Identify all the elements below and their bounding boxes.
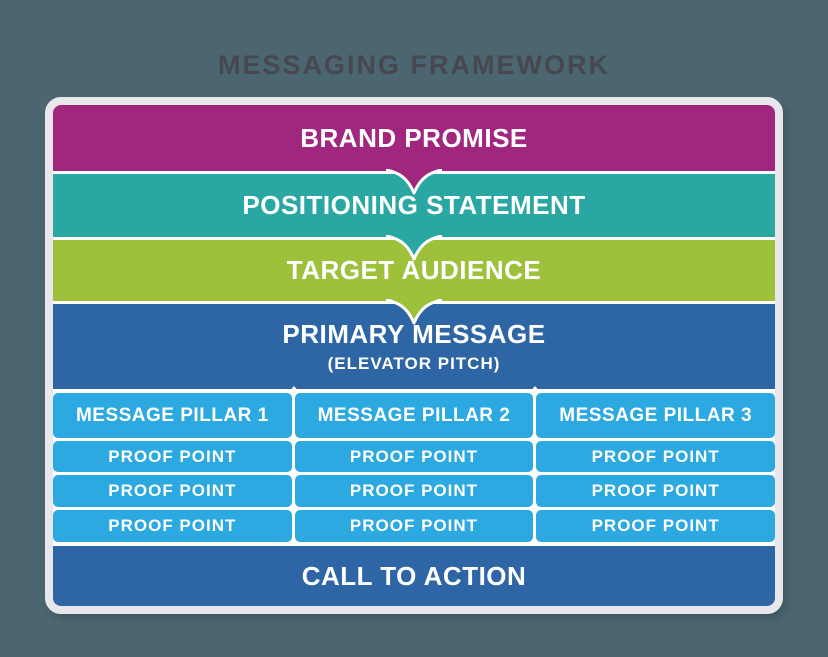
target-audience-bar: TARGET AUDIENCE xyxy=(53,240,775,325)
proof-point-cell: PROOF POINT xyxy=(294,475,534,507)
page-title: MESSAGING FRAMEWORK xyxy=(218,50,610,80)
message-pillar-1-header: MESSAGE PILLAR 1 xyxy=(53,393,292,438)
call-to-action-bar: CALL TO ACTION xyxy=(53,546,775,606)
message-pillar-2-header: MESSAGE PILLAR 2 xyxy=(294,393,534,438)
elevator-pitch-sublabel: (ELEVATOR PITCH) xyxy=(327,354,501,373)
brand-promise-bar: BRAND PROMISE xyxy=(53,105,775,195)
proof-point-cell: PROOF POINT xyxy=(536,510,775,542)
message-pillar-3-header: MESSAGE PILLAR 3 xyxy=(536,393,775,438)
message-pillars-grid: MESSAGE PILLAR 1 MESSAGE PILLAR 2 MESSAG… xyxy=(53,386,775,546)
primary-message-label: PRIMARY MESSAGE xyxy=(282,319,546,349)
brand-promise-label: BRAND PROMISE xyxy=(300,122,528,153)
proof-point-cell: PROOF POINT xyxy=(53,441,292,472)
proof-point-cell: PROOF POINT xyxy=(536,475,775,507)
target-audience-label: TARGET AUDIENCE xyxy=(286,255,542,285)
call-to-action-label: CALL TO ACTION xyxy=(301,560,527,591)
positioning-statement-label: POSITIONING STATEMENT xyxy=(242,190,586,220)
proof-point-cell: PROOF POINT xyxy=(536,441,775,472)
messaging-framework-card: BRAND PROMISE POSITIONING STATEMENT TARG… xyxy=(45,97,783,614)
proof-point-cell: PROOF POINT xyxy=(53,510,292,542)
proof-point-cell: PROOF POINT xyxy=(53,475,292,507)
proof-point-cell: PROOF POINT xyxy=(294,510,534,542)
primary-message-bar: PRIMARY MESSAGE (ELEVATOR PITCH) xyxy=(53,304,775,389)
positioning-statement-bar: POSITIONING STATEMENT xyxy=(53,174,775,261)
proof-point-cell: PROOF POINT xyxy=(294,441,534,472)
